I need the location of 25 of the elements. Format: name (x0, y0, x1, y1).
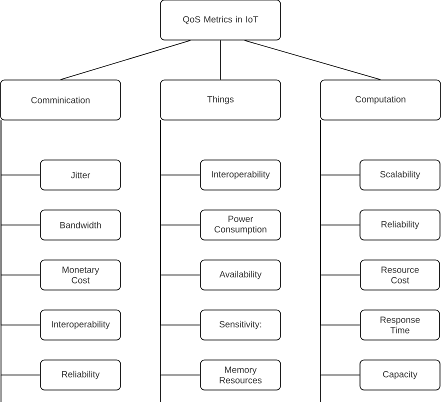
connector-line (220, 40, 221, 80)
category-box: Computation (320, 80, 441, 120)
metric-box: Jitter (40, 160, 121, 190)
metric-box: Monetary Cost (40, 260, 121, 290)
metric-box: Sensitivity: (200, 310, 281, 340)
metric-box: Reliability (360, 210, 440, 240)
metric-box: Interoperability (200, 160, 281, 190)
metric-box: Scalability (360, 160, 440, 190)
metric-box: Availability (200, 260, 281, 290)
connector-line (160, 120, 200, 376)
metric-box: Response Time (360, 310, 440, 340)
metric-box: Bandwidth (40, 210, 121, 240)
connector-line (244, 40, 381, 80)
connector-line (60, 40, 191, 80)
title-box: QoS Metrics in IoT (160, 0, 281, 40)
connector-line (0, 120, 40, 376)
category-box: Things (160, 80, 281, 120)
metric-box: Power Consumption (200, 210, 281, 240)
metric-box: Memory Resources (200, 360, 281, 390)
connector-line (320, 120, 360, 376)
metric-box: Resource Cost (360, 260, 440, 290)
category-box: Comminication (0, 80, 121, 120)
metric-box: Reliability (40, 360, 121, 390)
metric-box: Capacity (360, 360, 440, 390)
metric-box: Interoperability (40, 310, 121, 340)
